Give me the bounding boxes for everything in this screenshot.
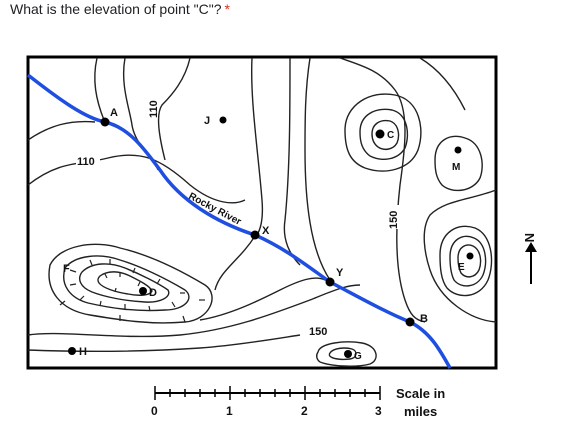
contour-label-bg	[76, 155, 100, 167]
contour-label-bg	[387, 205, 399, 229]
contour-line	[97, 271, 153, 296]
point-x-dot	[250, 230, 260, 240]
contour-line	[304, 57, 331, 281]
contour-line	[27, 120, 96, 141]
contour-label-150-right: 150	[388, 211, 400, 229]
point-j-dot	[219, 116, 227, 124]
point-y-dot	[325, 277, 335, 287]
question-text: What is the elevation of point "C"?*	[10, 1, 230, 17]
contour-label-bg	[308, 325, 332, 337]
north-arrow-head	[525, 242, 537, 252]
point-d-dot	[139, 287, 147, 295]
point-c-label: C	[387, 130, 394, 141]
point-b-dot	[405, 317, 415, 327]
point-j-label: J	[204, 115, 210, 127]
contour-line	[79, 263, 170, 303]
scale-tick-1: 1	[226, 404, 233, 418]
scale-tick-2: 2	[301, 404, 308, 418]
contour-line	[94, 57, 105, 121]
contour-line	[449, 235, 487, 287]
point-y-label: Y	[336, 267, 344, 279]
contour-line	[251, 57, 264, 237]
contour-line	[48, 243, 213, 324]
point-h-label: H	[79, 346, 87, 358]
contour-label-110-top: 110	[148, 100, 160, 118]
north-arrow: N	[522, 233, 537, 284]
river-label: Rocky River	[187, 191, 243, 228]
contour-line	[214, 235, 256, 291]
contour-line	[283, 57, 301, 266]
contour-lines	[27, 57, 497, 367]
question-label: What is the elevation of point "C"?	[10, 1, 222, 17]
contour-line	[371, 119, 400, 151]
scale-bar-ticks	[154, 386, 381, 400]
point-m-dot	[454, 146, 462, 154]
point-e-label: E	[458, 262, 465, 273]
required-asterisk: *	[224, 1, 230, 17]
point-d-label: D	[149, 287, 157, 299]
contour-line	[328, 347, 357, 361]
contour-line	[63, 255, 190, 312]
contour-line	[434, 135, 483, 192]
contour-line	[27, 154, 246, 204]
point-c-dot	[375, 129, 385, 139]
contour-line	[419, 57, 466, 111]
point-e-dot	[466, 252, 474, 260]
contour-line	[199, 277, 326, 321]
point-a-dot	[100, 117, 110, 127]
contour-line	[423, 189, 497, 323]
map-points	[68, 116, 474, 358]
contour-line	[339, 57, 426, 323]
scale-tick-3: 3	[375, 404, 382, 418]
point-g-dot	[344, 350, 352, 358]
contour-line	[157, 57, 191, 161]
depression-hachures	[59, 259, 205, 323]
contour-line	[457, 244, 482, 278]
contour-line	[439, 225, 493, 297]
point-a-label: A	[110, 107, 118, 119]
point-h-dot	[68, 347, 76, 355]
contour-line	[359, 108, 409, 160]
point-g-label: G	[354, 351, 362, 362]
point-b-label: B	[420, 313, 428, 325]
point-m-label: M	[452, 162, 460, 173]
contour-line	[315, 341, 377, 367]
contour-line	[27, 284, 361, 338]
north-label: N	[522, 233, 537, 242]
contour-label-150-bottom: 150	[309, 326, 327, 338]
scale-label-line1: Scale in	[396, 386, 445, 401]
point-x-label: X	[262, 225, 270, 237]
scale-label-line2: miles	[404, 404, 437, 419]
map-frame	[26, 55, 498, 370]
contour-label-110-left: 110	[77, 156, 95, 168]
scale-tick-0: 0	[151, 404, 158, 418]
point-f-label: F	[63, 263, 70, 275]
contour-line	[344, 93, 422, 172]
scale-bar: 0 1 2 3 Scale in miles	[151, 386, 445, 419]
